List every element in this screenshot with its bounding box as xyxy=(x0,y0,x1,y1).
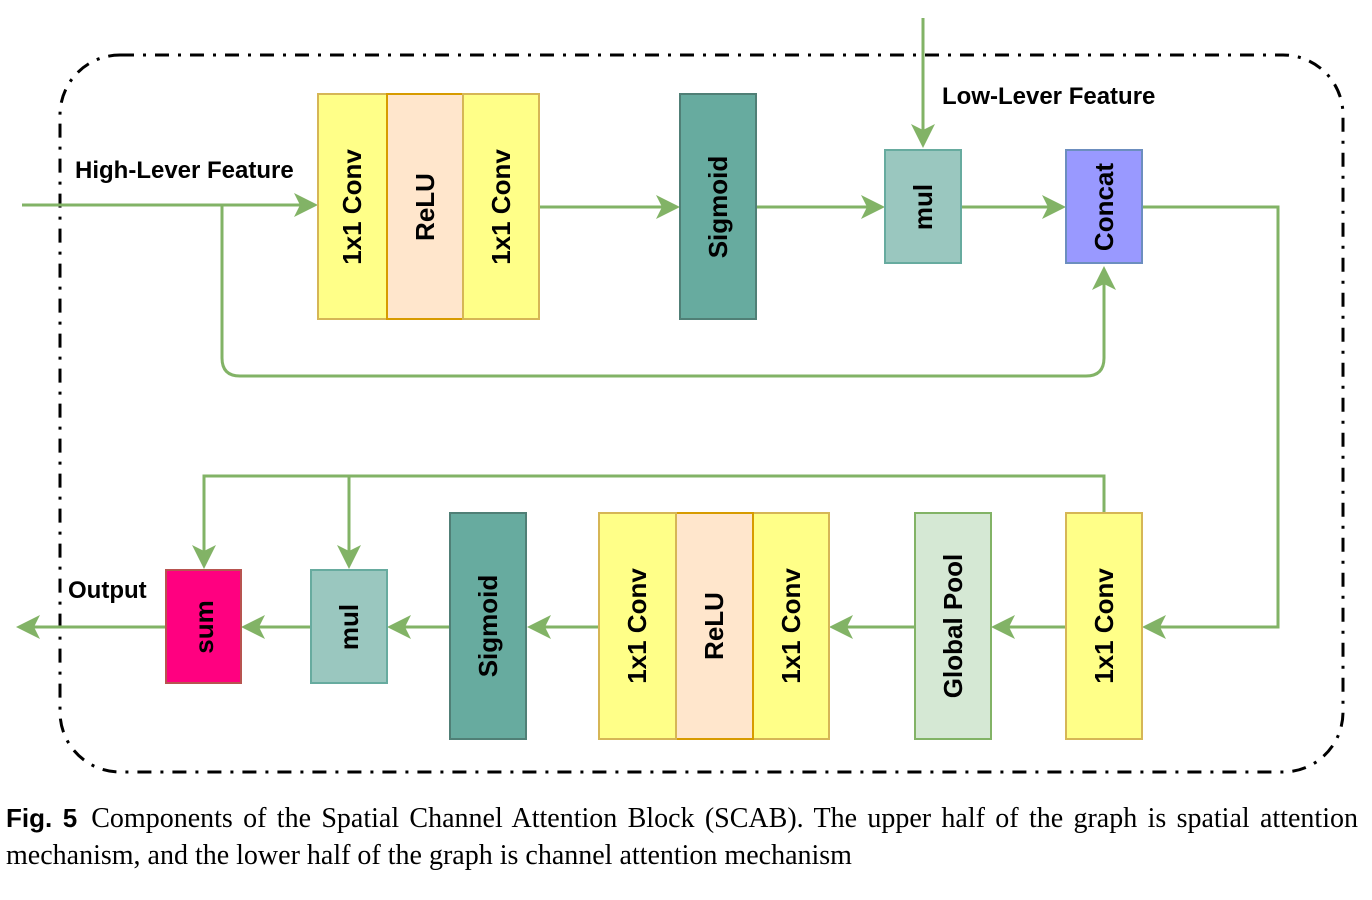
upper-sigmoid: Sigmoid xyxy=(679,93,757,320)
lower-relu: ReLU xyxy=(675,512,754,740)
output-label: Output xyxy=(68,577,147,604)
lower-conv-in-label: 1x1 Conv xyxy=(1089,568,1119,684)
upper-conv-a: 1x1 Conv xyxy=(317,93,388,320)
figure-number: Fig. 5 xyxy=(6,803,78,833)
lower-sigmoid-label: Sigmoid xyxy=(473,575,503,678)
lower-conv-in: 1x1 Conv xyxy=(1065,512,1143,740)
scab-diagram: 1x1 Conv ReLU 1x1 Conv Sigmoid mul Conca… xyxy=(16,18,1345,774)
lower-relu-label: ReLU xyxy=(699,592,729,660)
lower-global-pool-label: Global Pool xyxy=(938,554,968,698)
lower-sum-label: sum xyxy=(189,600,219,653)
upper-sigmoid-label: Sigmoid xyxy=(703,156,733,259)
arrow-concat-to-lower xyxy=(1142,205,1280,639)
upper-relu-label: ReLU xyxy=(410,173,440,241)
upper-mul-label: mul xyxy=(908,184,938,230)
lower-global-pool: Global Pool xyxy=(914,512,992,740)
lower-mul-label: mul xyxy=(334,604,364,650)
low-feature-label: Low-Lever Feature xyxy=(942,83,1155,110)
lower-block: 1x1 Conv Global Pool 1x1 Conv ReLU 1x1 C… xyxy=(165,512,1143,740)
lower-conv-b-label: 1x1 Conv xyxy=(776,568,806,684)
lower-conv-a: 1x1 Conv xyxy=(598,512,677,740)
upper-conv-a-label: 1x1 Conv xyxy=(337,149,367,265)
block-border xyxy=(58,53,1345,774)
arrow-bus-to-sum xyxy=(192,474,1106,569)
high-feature-label: High-Lever Feature xyxy=(75,157,294,184)
upper-conv-b: 1x1 Conv xyxy=(462,93,540,320)
lower-conv-a-label: 1x1 Conv xyxy=(622,568,652,684)
arrow-skip-to-concat xyxy=(220,205,1116,378)
upper-concat: Concat xyxy=(1065,149,1143,264)
upper-conv-b-label: 1x1 Conv xyxy=(486,149,516,265)
upper-block: 1x1 Conv ReLU 1x1 Conv Sigmoid mul Conca… xyxy=(317,93,1143,320)
lower-conv-b: 1x1 Conv xyxy=(752,512,830,740)
lower-mul: mul xyxy=(310,569,388,684)
connectors xyxy=(16,18,1280,639)
upper-relu: ReLU xyxy=(386,93,464,320)
upper-mul: mul xyxy=(884,149,962,264)
lower-sum: sum xyxy=(165,569,242,684)
upper-concat-label: Concat xyxy=(1089,163,1119,251)
caption-text: Components of the Spatial Channel Attent… xyxy=(6,803,1358,871)
lower-sigmoid: Sigmoid xyxy=(449,512,527,740)
